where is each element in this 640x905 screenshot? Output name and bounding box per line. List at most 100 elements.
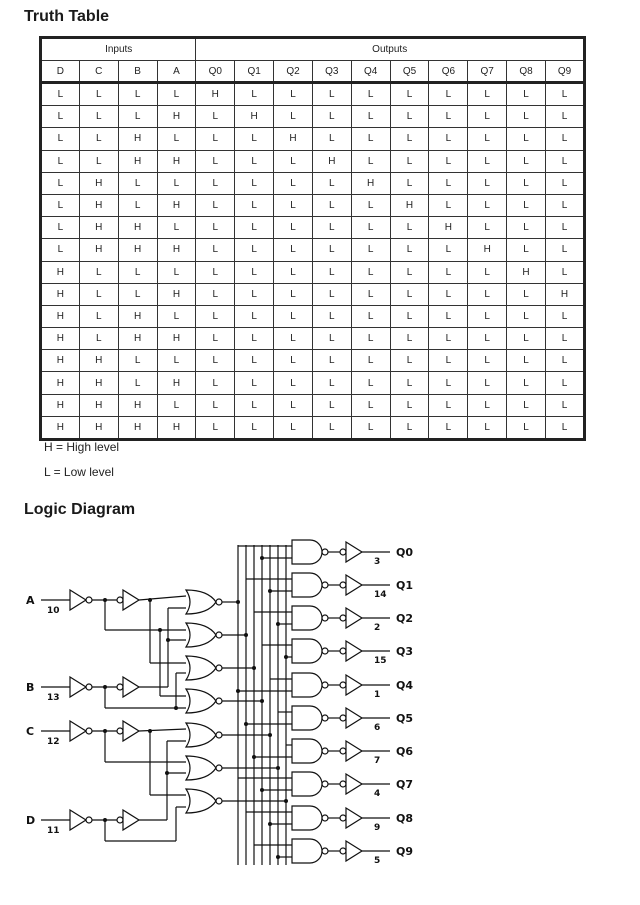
buffer-gate <box>345 806 364 830</box>
cell-q5: L <box>389 349 430 373</box>
cell-q6: L <box>428 105 469 129</box>
buffer-gate <box>345 839 364 863</box>
cell-q7: H <box>467 238 508 262</box>
cell-b: L <box>117 282 158 306</box>
cell-q1: L <box>234 327 275 351</box>
cell-q8: L <box>506 415 546 441</box>
cell-b: L <box>117 260 158 284</box>
column-header-q1: Q1 <box>234 60 275 84</box>
cell-q4: L <box>350 260 391 284</box>
column-header-c: C <box>78 60 119 84</box>
output-pin-q7: 4 <box>374 789 380 799</box>
junction-dot <box>252 755 256 759</box>
nor-gate <box>184 688 217 714</box>
inversion-bubble <box>85 683 93 691</box>
cell-q3: L <box>311 171 352 195</box>
output-pin-q8: 9 <box>374 823 380 833</box>
cell-b: H <box>117 238 158 262</box>
cell-q5: L <box>389 149 430 173</box>
junction-dot <box>276 622 280 626</box>
cell-q4: L <box>350 238 391 262</box>
cell-q2: L <box>273 149 313 173</box>
cell-q6: L <box>428 193 469 218</box>
junction-dot <box>268 822 272 826</box>
inversion-bubble <box>321 581 329 589</box>
nand-gate <box>291 605 323 631</box>
inversion-bubble <box>215 664 223 672</box>
cell-q3: H <box>311 149 352 173</box>
buffer-gate <box>345 673 364 697</box>
cell-q0: H <box>195 81 236 107</box>
input-pin-a: 10 <box>47 606 60 616</box>
nand-gate <box>291 638 323 664</box>
cell-q0: L <box>195 393 236 417</box>
inversion-bubble <box>339 681 347 689</box>
cell-q3: L <box>311 105 352 129</box>
cell-q4: L <box>350 393 391 417</box>
buffer-gate <box>345 739 364 763</box>
output-pin-q6: 7 <box>374 756 380 766</box>
cell-q2: H <box>273 127 313 151</box>
cell-a: L <box>156 304 197 329</box>
buffer-gate <box>122 675 141 699</box>
cell-q9: H <box>544 282 586 306</box>
cell-q6: L <box>428 81 469 107</box>
cell-b: H <box>117 327 158 351</box>
cell-q7: L <box>467 127 508 151</box>
cell-q4: L <box>350 193 391 218</box>
cell-q0: L <box>195 171 236 195</box>
wire <box>138 728 187 732</box>
inversion-bubble <box>339 814 347 822</box>
cell-q2: L <box>273 260 313 284</box>
cell-q9: L <box>544 149 586 173</box>
cell-q0: L <box>195 282 236 306</box>
outputs-group-header: Outputs <box>195 37 585 61</box>
cell-q6: L <box>428 327 469 351</box>
inversion-bubble <box>339 581 347 589</box>
cell-q6: L <box>428 304 469 329</box>
cell-c: L <box>78 304 119 329</box>
cell-q5: L <box>389 127 430 151</box>
cell-q0: L <box>195 371 236 395</box>
cell-q8: L <box>506 304 546 329</box>
cell-q1: L <box>234 282 275 306</box>
cell-q0: L <box>195 127 236 151</box>
input-pin-d: 11 <box>47 826 60 836</box>
cell-q2: L <box>273 371 313 395</box>
cell-q7: L <box>467 260 508 284</box>
cell-q7: L <box>467 282 508 306</box>
cell-q8: L <box>506 393 546 417</box>
cell-q1: L <box>234 171 275 195</box>
cell-q5: L <box>389 216 430 240</box>
output-pin-q4: 1 <box>374 690 380 700</box>
cell-q8: L <box>506 282 546 306</box>
cell-q2: L <box>273 216 313 240</box>
output-label-q0: Q0 <box>396 546 413 559</box>
cell-b: L <box>117 105 158 129</box>
cell-q4: L <box>350 349 391 373</box>
nor-gate <box>184 722 217 748</box>
column-header-q3: Q3 <box>311 60 352 84</box>
cell-q1: L <box>234 216 275 240</box>
column-header-q6: Q6 <box>428 60 469 84</box>
legend-low: L = Low level <box>44 465 114 479</box>
cell-q4: L <box>350 415 391 441</box>
cell-b: H <box>117 216 158 240</box>
inversion-bubble <box>215 598 223 606</box>
nand-gate <box>291 672 323 698</box>
cell-q1: L <box>234 260 275 284</box>
cell-b: L <box>117 171 158 195</box>
cell-q3: L <box>311 260 352 284</box>
junction-dot <box>268 589 272 593</box>
inversion-bubble <box>116 727 124 735</box>
cell-q2: L <box>273 282 313 306</box>
inversion-bubble <box>116 596 124 604</box>
cell-q7: L <box>467 393 508 417</box>
output-pin-q1: 14 <box>374 590 387 600</box>
inversion-bubble <box>215 797 223 805</box>
